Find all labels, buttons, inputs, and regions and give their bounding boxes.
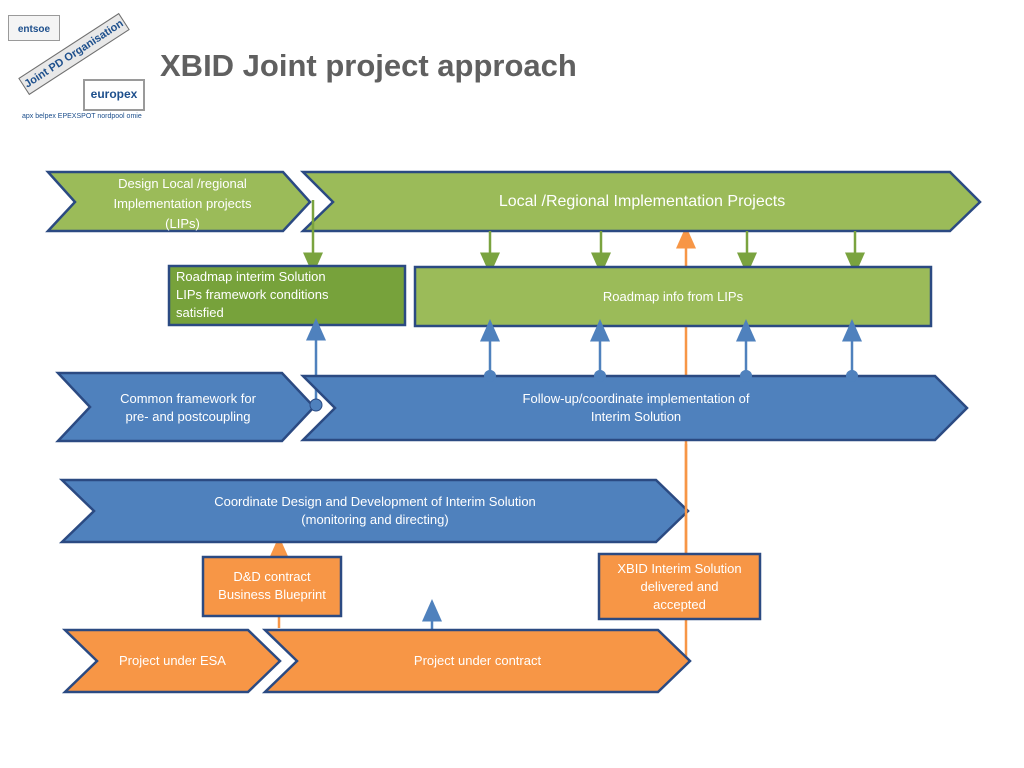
chevron-project-esa [61,628,282,694]
page-title: XBID Joint project approach [160,48,577,83]
connector-dot [846,370,858,382]
label-coordinate-design: Coordinate Design and Development of Int… [214,494,536,527]
label-roadmap-info: Roadmap info from LIPs [602,289,744,304]
box-roadmap-interim [167,264,407,327]
entsoe-logo: entsoe [8,15,60,41]
chevron-coordinate-design [58,478,690,544]
chevron-follow-up [299,374,969,442]
box-roadmap-info [413,265,933,328]
chevron-project-contract [261,628,692,694]
label-design-lips: Design Local /regional Implementation pr… [113,176,252,231]
connector-dot [484,370,496,382]
partner-logos: apx belpex EPEXSPOT nordpool omie [22,113,142,120]
box-dd-contract [201,555,343,618]
connector-dot [740,370,752,382]
label-common-framework: Common framework for pre- and postcoupli… [120,391,256,424]
label-roadmap-interim: Roadmap interim Solution LIPs framework … [176,269,329,320]
label-follow-up: Follow-up/coordinate implementation of I… [522,391,750,424]
box-xbid-delivered [597,552,762,621]
label-xbid-delivered: XBID Interim Solution delivered and acce… [617,561,742,612]
label-dd-contract: D&D contract Business Blueprint [218,569,326,602]
label-project-esa: Project under ESA [119,653,226,668]
europex-logo: europex [83,79,145,111]
chevron-design-lips [45,170,312,233]
label-project-contract: Project under contract [413,653,542,668]
label-local-regional: Local /Regional Implementation Projects [498,193,786,210]
chevron-common-framework [55,371,316,443]
chevron-local-regional [299,170,982,233]
connector-dot [594,370,606,382]
connector-dot [309,398,323,412]
